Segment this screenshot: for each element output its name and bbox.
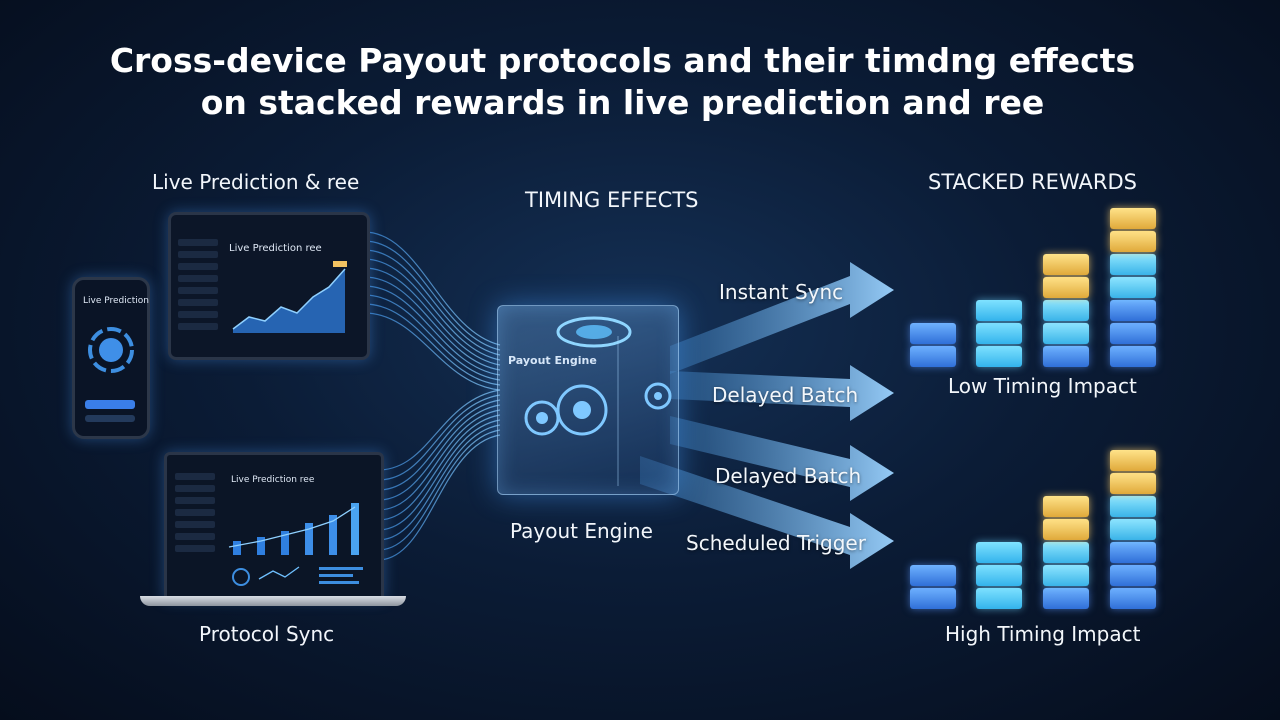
reward-cube (1043, 519, 1089, 540)
reward-cube (1110, 496, 1156, 517)
reward-cube (976, 346, 1022, 367)
page-title: Cross-device Payout protocols and their … (0, 40, 1245, 124)
laptop-device: Live Prediction ree (164, 452, 384, 600)
wire-laptop (377, 424, 501, 541)
reward-cube (1110, 542, 1156, 563)
reward-cube (1043, 565, 1089, 586)
tablet-sidebar (178, 239, 218, 349)
laptop-sidebar (175, 473, 215, 581)
wire-tablet (363, 312, 501, 391)
reward-cube (1110, 565, 1156, 586)
payout-engine-label: Payout Engine (510, 519, 653, 543)
rewards-section-label: STACKED REWARDS (928, 170, 1138, 194)
wire-laptop (377, 414, 501, 521)
reward-cube (976, 300, 1022, 321)
reward-cube (1110, 323, 1156, 344)
high-timing-impact-label: High Timing Impact (945, 622, 1141, 646)
tablet-screen-title: Live Prediction ree (229, 243, 322, 254)
reward-group-high (900, 440, 1180, 612)
phone-dial-icon (88, 327, 134, 373)
wire-laptop (377, 399, 501, 491)
phone-secondary-button[interactable] (85, 415, 135, 422)
title-line-2: on stacked rewards in live prediction an… (200, 83, 1045, 122)
wire-tablet (363, 240, 501, 351)
reward-cube (976, 565, 1022, 586)
wire-laptop (377, 409, 501, 511)
reward-cube (1043, 300, 1089, 321)
arrow-label-delayed-batch-1: Delayed Batch (712, 383, 859, 407)
wire-laptop (377, 404, 501, 501)
reward-group-low (900, 200, 1180, 370)
tablet-device: Live Prediction ree (168, 212, 370, 360)
reward-cube (1043, 277, 1089, 298)
wire-tablet (363, 276, 501, 371)
reward-cube (976, 542, 1022, 563)
reward-cube (1110, 346, 1156, 367)
reward-cube (1043, 254, 1089, 275)
reward-cube (910, 323, 956, 344)
reward-cube (1043, 542, 1089, 563)
wire-tablet (363, 303, 501, 386)
wire-tablet (363, 267, 501, 366)
reward-cube (910, 565, 956, 586)
timing-arrow (670, 416, 894, 501)
timing-arrow (670, 365, 894, 421)
wire-laptop (377, 419, 501, 531)
arrow-label-scheduled-trigger: Scheduled Trigger (686, 531, 866, 555)
reward-cube (976, 588, 1022, 609)
phone-device: Live Prediction (72, 277, 150, 439)
low-timing-impact-label: Low Timing Impact (948, 374, 1137, 398)
protocol-sync-label: Protocol Sync (199, 622, 335, 646)
wire-tablet (363, 285, 501, 376)
reward-cube (1110, 254, 1156, 275)
phone-action-button[interactable] (85, 400, 135, 409)
reward-cube (1043, 496, 1089, 517)
reward-cube (1110, 231, 1156, 252)
reward-cube (1110, 519, 1156, 540)
title-line-1: Cross-device Payout protocols and their … (109, 41, 1136, 80)
reward-cube (1110, 450, 1156, 471)
wire-tablet (363, 294, 501, 381)
reward-cube (1110, 300, 1156, 321)
timing-arrow (640, 456, 894, 569)
reward-cube (1110, 473, 1156, 494)
laptop-screen-title: Live Prediction ree (231, 475, 315, 485)
tablet-chart (232, 261, 347, 333)
reward-cube (1043, 323, 1089, 344)
reward-cube (976, 323, 1022, 344)
reward-cube (1110, 588, 1156, 609)
wire-laptop (377, 389, 501, 471)
wire-laptop (377, 434, 501, 561)
reward-cube (1043, 588, 1089, 609)
reward-cube (910, 346, 956, 367)
phone-screen-title: Live Prediction (83, 296, 149, 306)
laptop-base (140, 596, 406, 606)
reward-cube (910, 588, 956, 609)
laptop-chart (228, 503, 363, 586)
wire-tablet (363, 249, 501, 356)
payout-engine-cube: Payout Engine (497, 305, 679, 495)
wire-laptop (377, 394, 501, 481)
gear-icon (524, 316, 672, 486)
reward-cube (1110, 277, 1156, 298)
reward-cube (1110, 208, 1156, 229)
reward-cube (1043, 346, 1089, 367)
timing-section-label: TIMING EFFECTS (525, 188, 699, 212)
wire-laptop (377, 429, 501, 551)
engine-screen-title: Payout Engine (508, 354, 597, 367)
devices-section-label: Live Prediction & ree (152, 170, 360, 194)
timing-arrow (670, 262, 894, 374)
wire-tablet (363, 258, 501, 361)
arrow-label-delayed-batch-2: Delayed Batch (715, 464, 862, 488)
arrow-label-instant-sync: Instant Sync (719, 280, 844, 304)
wire-tablet (363, 231, 501, 346)
